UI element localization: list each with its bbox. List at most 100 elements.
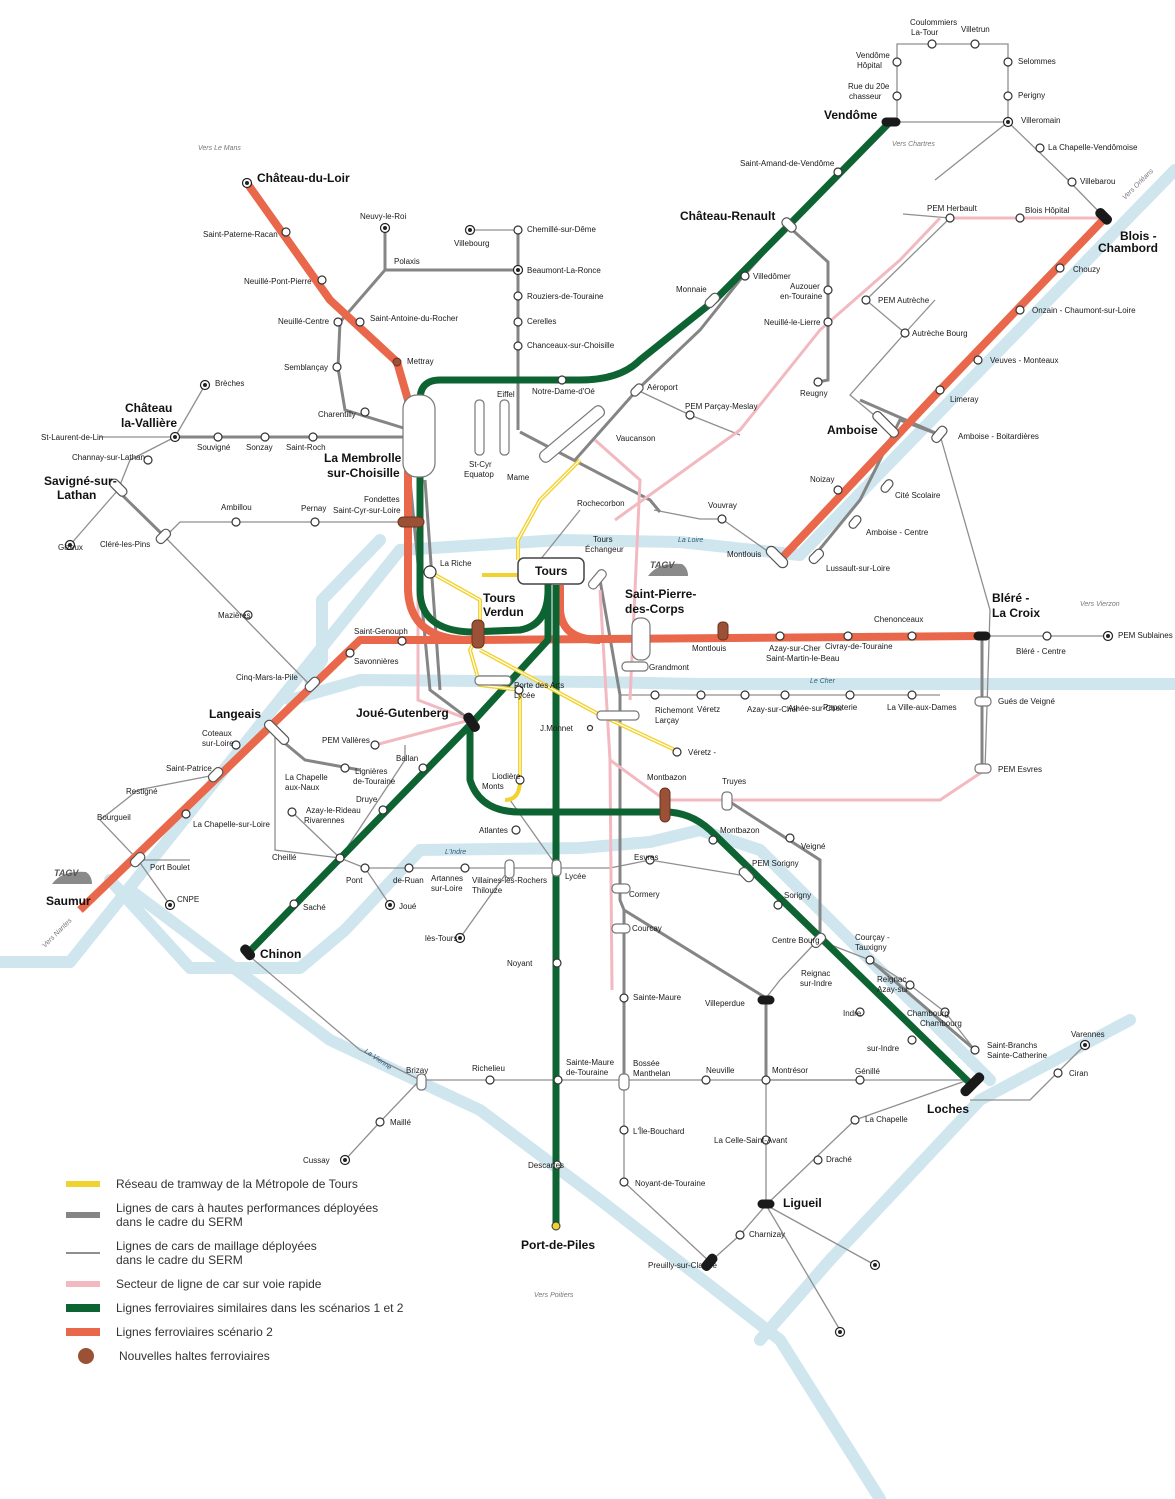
legend-item-car-hp: Lignes de cars à hautes performances dép… (66, 1196, 486, 1234)
stop-label: Saint-Branchs (987, 1041, 1037, 1050)
legend-item-voie-rapide: Secteur de ligne de car sur voie rapide (66, 1272, 486, 1296)
stop-label: La Chapelle (865, 1115, 908, 1124)
stop-label: Courçay - (855, 933, 890, 942)
station-label: des-Corps (625, 602, 685, 616)
stop-label: en-Touraine (780, 292, 823, 301)
stop-label: Tauxigny (855, 943, 887, 952)
stop-label: Fondettes (364, 495, 400, 504)
stop-label: Vouvray (708, 501, 737, 510)
stop-label: Charentilly (318, 410, 356, 419)
stop-label: La Chapelle-Vendômoise (1048, 143, 1138, 152)
stop-label: Reignac (801, 969, 830, 978)
station-label: La Croix (992, 606, 1040, 620)
stop-label: Souvigné (197, 443, 231, 452)
legend-swatch-rail-green (66, 1304, 100, 1312)
station-label: Château-Renault (680, 209, 775, 223)
stop-label: Cléré-les-Pins (100, 540, 150, 549)
stop-label: Manthelan (633, 1069, 670, 1078)
legend-swatch-car-maillage (66, 1252, 100, 1254)
stop-label: La Riche (440, 559, 472, 568)
station-label: Bléré - (992, 591, 1029, 605)
hub-spdc (631, 617, 651, 661)
stop-label: Villebarou (1080, 177, 1115, 186)
stop-label: Villaines-les-Rochers (472, 876, 547, 885)
stop-label: Mame (507, 473, 530, 482)
legend-item-rail-orange: Lignes ferroviaires scénario 2 (66, 1320, 486, 1344)
terminus-markers (64, 116, 1114, 1338)
station-label: Ligueil (783, 1196, 822, 1210)
hub-st-cyr-equatop-b (499, 399, 510, 456)
legend-label: Lignes ferroviaires scénario 2 (116, 1325, 273, 1339)
stop-label: Sainte-Catherine (987, 1051, 1048, 1060)
stop-label: Saint-Genouph (354, 627, 408, 636)
stop-label: Cerelles (527, 317, 556, 326)
stop-label: Porte des Arts (514, 681, 564, 690)
stop-label: Beaumont-La-Ronce (527, 266, 601, 275)
legend-swatch-tram (66, 1181, 100, 1187)
tgv-logos: TAGV TAGV (52, 560, 688, 884)
stop-label: Saint-Roch (286, 443, 326, 452)
stop-label: Lycée (565, 872, 587, 881)
stop-label: Villedômer (753, 272, 791, 281)
hub-tours-echangeur (587, 569, 607, 590)
stop-label: La-Tour (911, 28, 938, 37)
river-creuse (754, 1014, 1136, 1346)
stop-label: Reugny (800, 389, 828, 398)
stop-label: Montlouis (692, 644, 726, 653)
stop-label: La Chapelle-sur-Loire (193, 820, 270, 829)
stop-label: Véretz (697, 705, 720, 714)
stop-label: Amboise - Boitardières (958, 432, 1039, 441)
stop-label: Saint-Paterne-Racan (203, 230, 278, 239)
stop-label: Montlouis (727, 550, 761, 559)
stop-label: Bossée (633, 1059, 660, 1068)
station-label: Tours (535, 564, 568, 578)
rail-saumur (77, 636, 470, 913)
legend-label: Lignes ferroviaires similaires dans les … (116, 1301, 404, 1315)
station-label: Port-de-Piles (521, 1238, 595, 1252)
stop-label: J.Monnet (540, 724, 574, 733)
tgv-label: TAGV (54, 868, 79, 878)
stop-label: Gués de Veigné (998, 697, 1055, 706)
stop-label: Neuvy-le-Roi (360, 212, 406, 221)
station-label: Tours (483, 591, 516, 605)
stop-label: Centre Bourg (772, 936, 820, 945)
stop-label: de-Ruan (393, 876, 424, 885)
stop-label: Equatop (464, 470, 494, 479)
stop-label: PEM Parçay-Meslay (685, 402, 757, 411)
legend-swatch-rail-orange (66, 1328, 100, 1336)
stop-label: PEM Herbault (927, 204, 978, 213)
station-label: Joué-Gutenberg (356, 706, 449, 720)
stop-label: Villetrun (961, 25, 990, 34)
stop-label: Neuillé-le-Lierre (764, 318, 821, 327)
stop-label: Cussay (303, 1156, 330, 1165)
stop-label: Papoterie (823, 703, 858, 712)
vers-le-mans: Vers Le Mans (198, 145, 241, 152)
stop-label: PEM Sublaines (1118, 631, 1173, 640)
map-legend: Réseau de tramway de la Métropole de Tou… (66, 1172, 486, 1368)
stop-label: Saint-Cyr-sur-Loire (333, 506, 401, 515)
stop-label: Truyes (722, 777, 746, 786)
halte-fondettes (397, 516, 425, 528)
halte-ville-aux-dames (717, 621, 729, 641)
hub-joue (474, 675, 512, 686)
station-label: Château (125, 401, 172, 415)
halte-tours-verdun (471, 619, 485, 649)
hub-atlantes (621, 661, 649, 672)
stop-label: Savonnières (354, 657, 398, 666)
stop-label: Sainte-Maure (566, 1058, 615, 1067)
stop-label: Hôpital (857, 61, 882, 70)
stop-label: Lycée (514, 691, 536, 700)
station-label: Langeais (209, 707, 261, 721)
station-label: Château-du-Loir (257, 171, 350, 185)
stop-label: Selommes (1018, 57, 1056, 66)
hub-blere-centre (974, 696, 992, 707)
stop-label: Neuillé-Pont-Pierre (244, 277, 312, 286)
major-station-labels: Vendôme Château-du-Loir Château-Renault … (44, 108, 1158, 1252)
hub-mame (538, 405, 606, 463)
station-label: La Membrolle (324, 451, 402, 465)
stop-label: Richemont (655, 706, 694, 715)
stop-label: Cité Scolaire (895, 491, 941, 500)
stop-label: Villebourg (454, 239, 489, 248)
stop-label: Limeray (950, 395, 978, 404)
